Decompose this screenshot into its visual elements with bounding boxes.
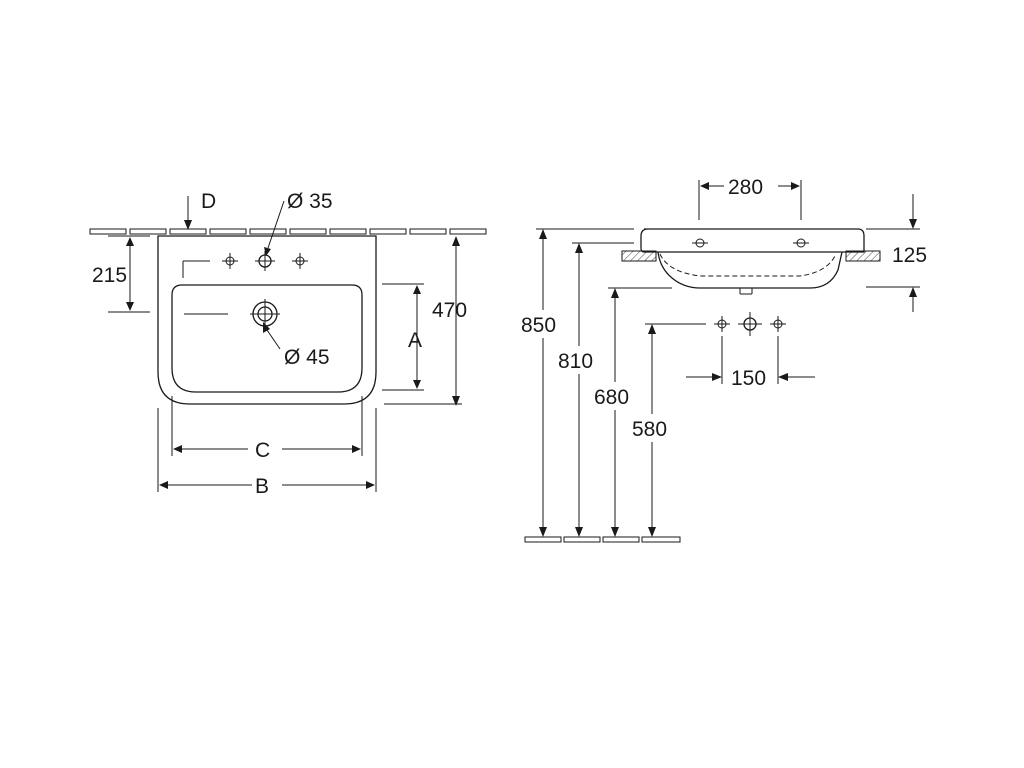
basin-outline	[157, 235, 377, 405]
dim-dia35-label: Ø 35	[287, 190, 333, 213]
dim-580-label: 580	[632, 418, 667, 441]
basin-bowl	[171, 284, 363, 393]
dim-125-label: 125	[892, 244, 927, 267]
side-basin-rim	[640, 228, 865, 253]
wall-tap-left-icon	[714, 316, 730, 332]
dim-280-label: 280	[728, 176, 763, 199]
wall-line	[89, 228, 487, 235]
dim-680-label: 680	[594, 386, 629, 409]
dim-dia45-label: Ø 45	[284, 346, 330, 369]
tap-hole-left-icon	[222, 253, 238, 269]
dim-810-label: 810	[558, 350, 593, 373]
front-view: D Ø 35 215 470 A Ø 45	[89, 190, 487, 498]
dim-a-label: A	[408, 329, 422, 352]
countertop-left	[621, 250, 657, 262]
side-basin-inner	[659, 253, 837, 277]
side-view: 280 125 850 810 680	[518, 176, 927, 543]
dim-b-label: B	[255, 475, 269, 498]
floor-line	[524, 536, 681, 543]
countertop-right	[845, 250, 881, 262]
tap-hole-right-icon	[292, 253, 308, 269]
tap-hole-center-icon	[255, 251, 275, 271]
wall-tap-right-icon	[770, 316, 786, 332]
dim-215-label: 215	[92, 264, 127, 287]
fixing-hole-left-icon	[692, 238, 708, 248]
dim-d-label: D	[201, 190, 216, 213]
dim-150-label: 150	[731, 367, 766, 390]
side-basin-body	[657, 251, 843, 289]
dim-c-label: C	[255, 439, 270, 462]
fixing-hole-right-icon	[793, 238, 809, 248]
wall-tap-center-icon	[738, 312, 762, 336]
dim-470-label: 470	[432, 299, 467, 322]
dim-850-label: 850	[521, 314, 556, 337]
